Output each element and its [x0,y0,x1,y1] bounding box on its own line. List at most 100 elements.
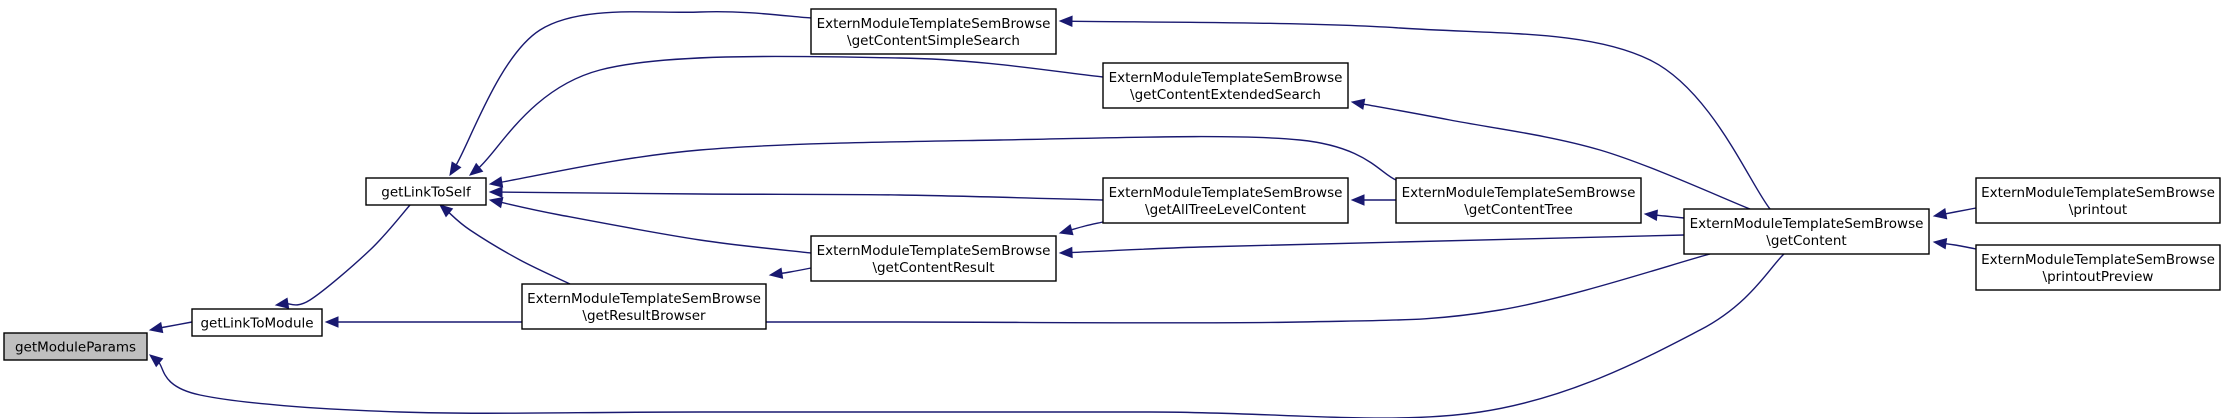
edge-line [454,10,812,167]
node-box [1102,177,1349,224]
edge-getContentSimpleSearch-to-getLinkToSelf [449,10,812,177]
node-box [1975,244,2221,291]
arrowhead [274,297,290,309]
arrowhead [768,267,784,279]
node-label: ExternModuleTemplateSemBrowse [817,16,1051,32]
node-getContentSimpleSearch[interactable]: ExternModuleTemplateSemBrowse\getContent… [810,8,1057,55]
arrowhead [1058,224,1074,236]
node-label: \getAllTreeLevelContent [1145,202,1306,218]
edge-line [499,135,1397,184]
node-box [810,235,1057,282]
edge-line [499,201,812,254]
node-label: ExternModuleTemplateSemBrowse [1109,185,1343,201]
edge-getAllTreeLevelContent-to-getLinkToSelf [488,186,1104,201]
node-getLinkToSelf[interactable]: getLinkToSelf [365,177,487,206]
edge-printout-to-getContent [1932,207,1977,220]
edge-getContent-to-getContentSimpleSearch [1058,15,1771,210]
node-box [1683,208,1930,255]
node-printout[interactable]: ExternModuleTemplateSemBrowse\printout [1975,177,2221,224]
node-label: \getContentSimpleSearch [847,33,1020,49]
arrowhead [439,204,454,218]
edge-line [336,253,1711,324]
arrowhead [1058,15,1073,27]
edge-line [285,204,411,306]
edge-getContentExtendedSearch-to-getLinkToSelf [468,55,1104,176]
node-label: ExternModuleTemplateSemBrowse [1402,185,1636,201]
edge-line [779,267,812,275]
edge-line [1361,103,1751,210]
node-box [191,308,323,337]
arrowhead [468,162,484,176]
edge-line [1069,234,1685,254]
arrowhead [488,176,504,188]
edge-line [1943,207,1977,215]
node-box [1102,62,1349,109]
edge-line [447,210,571,285]
arrowhead [1643,209,1658,221]
arrowhead [449,161,462,177]
edge-getContentResult-to-getLinkToSelf [488,196,812,254]
edge-getLinkToModule-to-getModuleParams [148,321,193,334]
node-label: \getContentExtendedSearch [1130,87,1321,103]
node-label: ExternModuleTemplateSemBrowse [817,243,1051,259]
node-getContent[interactable]: ExternModuleTemplateSemBrowse\getContent [1683,208,1930,255]
node-getContentResult[interactable]: ExternModuleTemplateSemBrowse\getContent… [810,235,1057,282]
arrowhead [1350,194,1365,206]
edge-getContentTree-to-getAllTreeLevelContent [1350,194,1396,206]
edge-getContent-to-getModuleParams [148,253,1785,418]
node-box [1975,177,2221,224]
arrowhead [1932,207,1948,220]
arrowhead [324,316,339,328]
node-label: \getContentTree [1464,202,1573,218]
node-getContentExtendedSearch[interactable]: ExternModuleTemplateSemBrowse\getContent… [1102,62,1349,109]
node-label: \printout [2069,202,2127,218]
node-label: \printoutPreview [2043,269,2154,285]
node-label: ExternModuleTemplateSemBrowse [1109,70,1343,86]
node-getContentTree[interactable]: ExternModuleTemplateSemBrowse\getContent… [1395,177,1642,224]
arrowhead [1932,238,1948,250]
node-label: ExternModuleTemplateSemBrowse [527,291,761,307]
node-label: \getContentResult [872,260,994,276]
edge-getContentResult-to-getResultBrowser [768,267,812,279]
edge-line [499,191,1104,201]
arrowhead [488,196,504,209]
edge-line [1069,20,1771,210]
arrowhead [488,186,503,198]
arrowhead [1350,98,1366,110]
node-getLinkToModule[interactable]: getLinkToModule [191,308,323,337]
node-label: getLinkToSelf [381,185,472,201]
node-label: \getContent [1766,233,1846,249]
edge-line [1069,221,1104,231]
node-getResultBrowser[interactable]: ExternModuleTemplateSemBrowse\getResultB… [521,283,767,330]
edge-getResultBrowser-to-getLinkToSelf [439,204,571,285]
node-label: getLinkToModule [200,316,313,332]
edge-getContent-to-getContentExtendedSearch [1350,98,1751,210]
node-label: ExternModuleTemplateSemBrowse [1690,216,1924,232]
edge-getAllTreeLevelContent-to-getContentResult [1058,221,1104,236]
edge-getContent-to-getContentTree [1643,209,1685,221]
nodes-layer: getModuleParams getLinkToModule getLinkToS… [3,8,2221,361]
edges-layer [148,10,1977,418]
edge-line [159,321,193,329]
node-getModuleParams[interactable]: getModuleParams [3,332,148,361]
node-getAllTreeLevelContent[interactable]: ExternModuleTemplateSemBrowse\getAllTree… [1102,177,1349,224]
edge-line [1654,214,1685,219]
arrowhead [1058,246,1073,259]
node-printoutPreview[interactable]: ExternModuleTemplateSemBrowse\printoutPr… [1975,244,2221,291]
edge-getLinkToSelf-to-getLinkToModule [274,204,411,309]
node-label: \getResultBrowser [582,308,706,324]
edge-line [157,253,1785,418]
edge-line [1943,242,1977,250]
edge-printoutPreview-to-getContent [1932,238,1977,250]
arrowhead [148,354,164,368]
node-label: ExternModuleTemplateSemBrowse [1981,185,2215,201]
edge-line [477,55,1104,170]
node-box [3,332,148,361]
node-label: getModuleParams [15,340,136,356]
node-label: ExternModuleTemplateSemBrowse [1981,252,2215,268]
edge-getContent-to-getContentResult [1058,234,1685,259]
node-box [810,8,1057,55]
node-box [365,177,487,206]
edge-getContentTree-to-getLinkToSelf [488,135,1397,188]
